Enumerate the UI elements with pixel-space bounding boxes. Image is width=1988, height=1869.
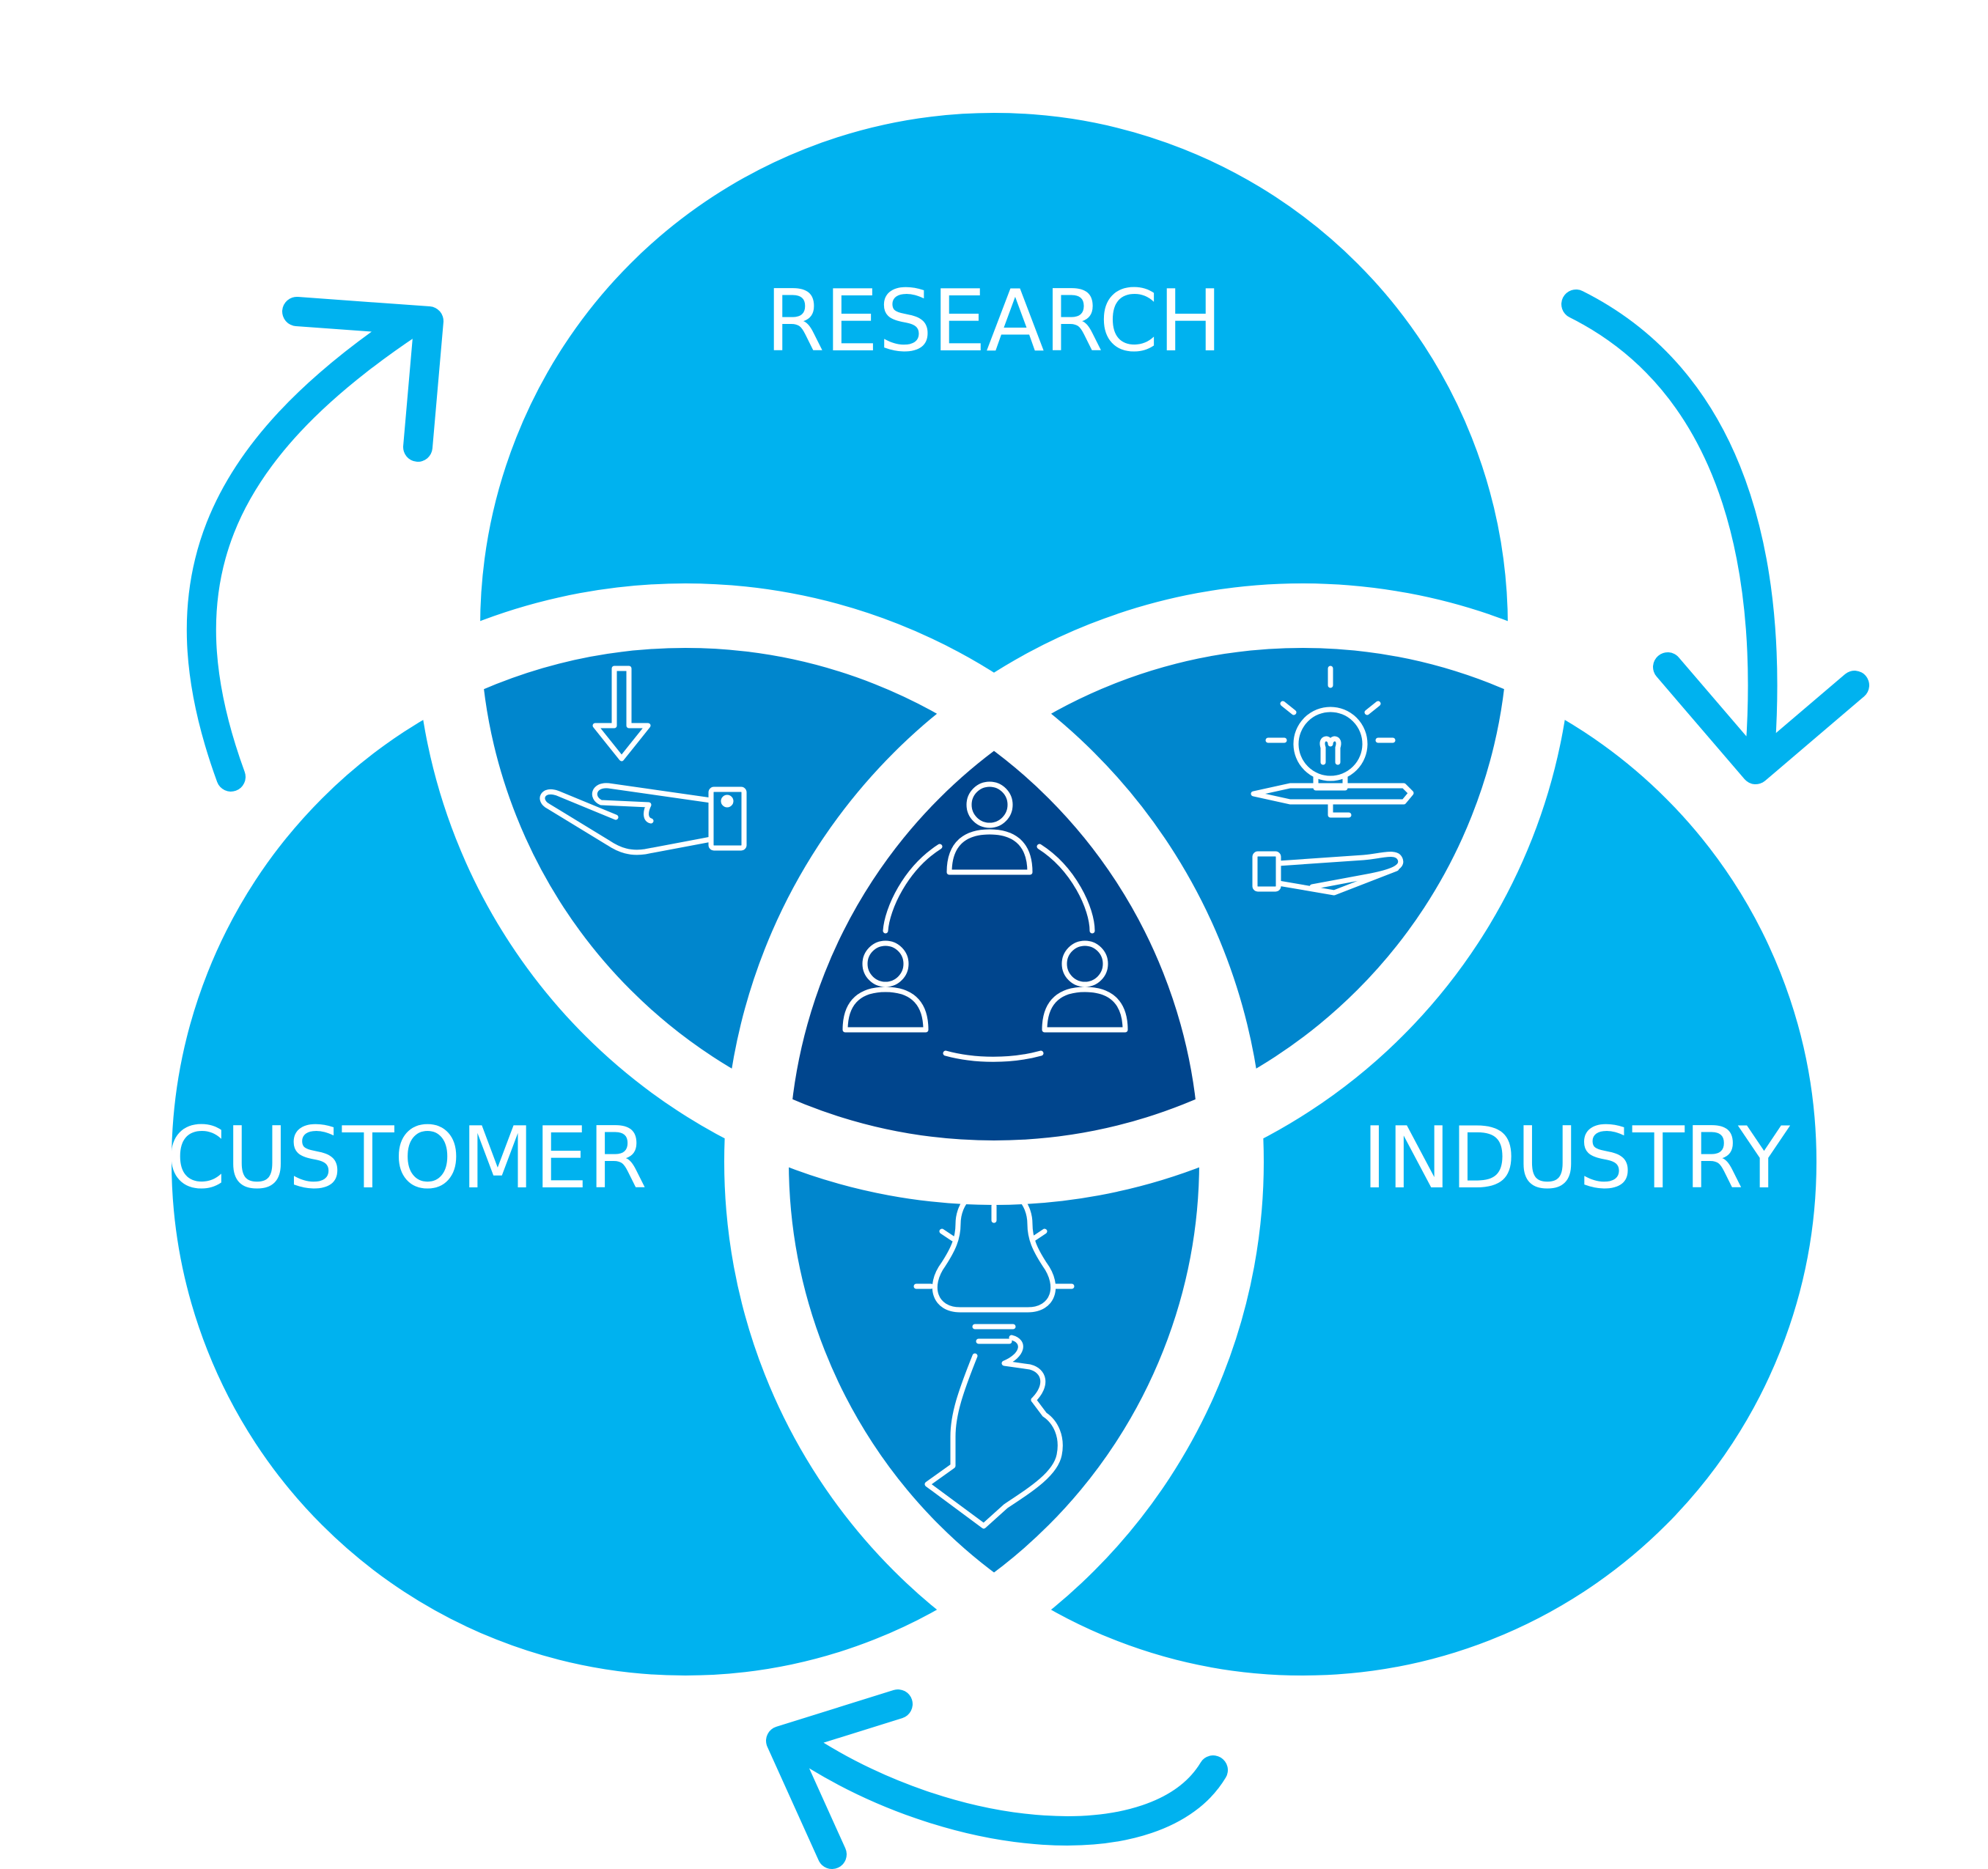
cycle-arrow-customer-to-research xyxy=(186,308,425,792)
cycle-arrow-research-to-industry xyxy=(1561,290,1778,777)
cycle-arrow-head-left xyxy=(282,297,443,462)
label-research: RESEARCH xyxy=(765,272,1222,371)
cycle-arrow-head-right xyxy=(1653,652,1869,784)
cycle-arrow-industry-to-customer xyxy=(784,1730,1228,1846)
hand-holding-lightbulb-icon xyxy=(913,1157,1075,1529)
label-customer: CUSTOMER xyxy=(166,1109,647,1208)
team-collaboration-icon xyxy=(842,781,1128,1062)
idea-pencil-hand-icon xyxy=(1251,666,1414,896)
label-industry: INDUSTRY xyxy=(1362,1109,1791,1208)
hand-receiving-arrow-icon xyxy=(540,666,747,855)
cycle-arrows xyxy=(186,290,1869,1869)
cycle-arrow-head-bottom xyxy=(766,1689,913,1869)
